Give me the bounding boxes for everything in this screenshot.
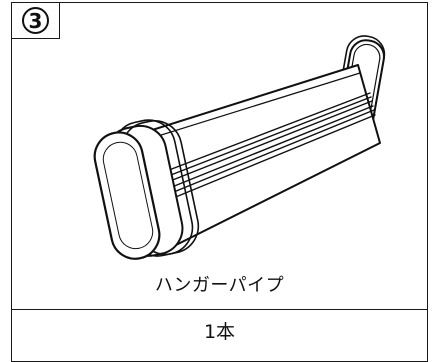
part-card: 3 bbox=[11, 2, 428, 362]
section-divider bbox=[12, 309, 427, 310]
quantity-label: 1本 bbox=[203, 321, 236, 343]
pipe-left-end-cap bbox=[93, 119, 200, 260]
hanger-pipe-illustration bbox=[93, 35, 386, 260]
pipe-grooves bbox=[155, 92, 376, 202]
part-name-label: ハンガーパイプ bbox=[154, 275, 285, 296]
step-badge-box: 3 bbox=[12, 3, 60, 39]
step-number-badge: 3 bbox=[22, 7, 49, 34]
